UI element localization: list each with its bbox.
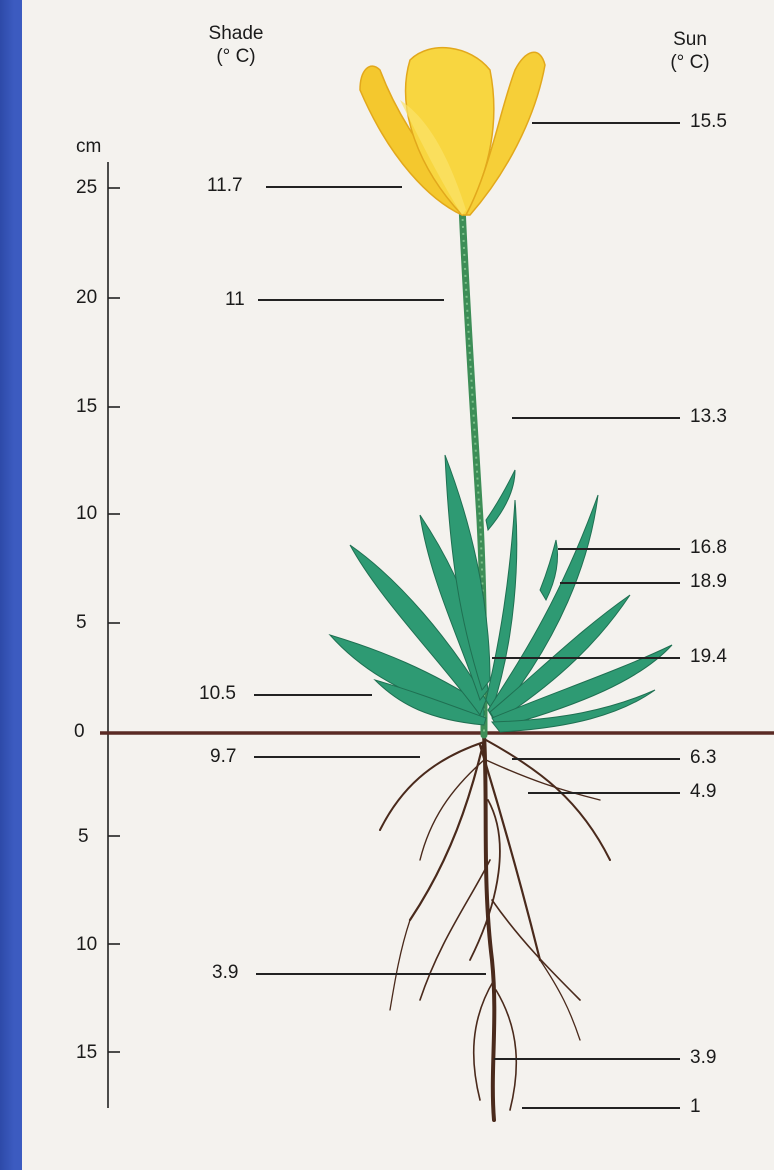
shade-reading: 11.7 [207,175,243,197]
scale-label-20: 20 [76,287,97,309]
shade-leader-line [254,756,420,758]
sun-reading: 16.8 [690,537,727,559]
shade-leader-line [266,186,402,188]
sun-leader-line [532,122,680,124]
flower-head [360,48,545,215]
sun-leader-line [494,1058,680,1060]
scale-label-below-5: 5 [78,826,89,848]
shade-reading: 9.7 [210,746,236,768]
sun-leader-line [558,548,680,550]
shade-header-label: Shade [196,22,276,45]
scale-unit: cm [76,136,101,158]
sun-header: Sun (° C) [650,28,730,74]
scale-label-below-15: 15 [76,1042,97,1064]
sun-reading: 15.5 [690,111,727,133]
sun-reading: 19.4 [690,646,727,668]
sun-leader-line [512,758,680,760]
sun-leader-line [492,657,680,659]
shade-header: Shade (° C) [196,22,276,68]
shade-reading: 3.9 [212,962,238,984]
sun-reading: 3.9 [690,1047,716,1069]
shade-leader-line [256,973,486,975]
sun-reading: 1 [690,1096,701,1118]
sun-reading: 6.3 [690,747,716,769]
sun-leader-line [560,582,680,584]
sun-header-label: Sun [650,28,730,51]
sun-leader-line [522,1107,680,1109]
sun-reading: 18.9 [690,571,727,593]
plant-leaves [330,455,672,732]
scale-label-10: 10 [76,503,97,525]
shade-leader-line [258,299,444,301]
sun-reading: 13.3 [690,406,727,428]
scale-label-below-10: 10 [76,934,97,956]
scale-label-25: 25 [76,177,97,199]
scale-label-15: 15 [76,396,97,418]
shade-header-unit: (° C) [196,45,276,68]
scale-label-0: 0 [74,721,85,743]
scale-label-5: 5 [76,612,87,634]
sun-header-unit: (° C) [650,51,730,74]
sun-leader-line [528,792,680,794]
scale-ticks [108,188,120,1052]
shade-leader-line [254,694,372,696]
shade-reading: 11 [225,289,245,311]
sun-leader-line [512,417,680,419]
shade-reading: 10.5 [199,683,236,705]
sun-reading: 4.9 [690,781,716,803]
